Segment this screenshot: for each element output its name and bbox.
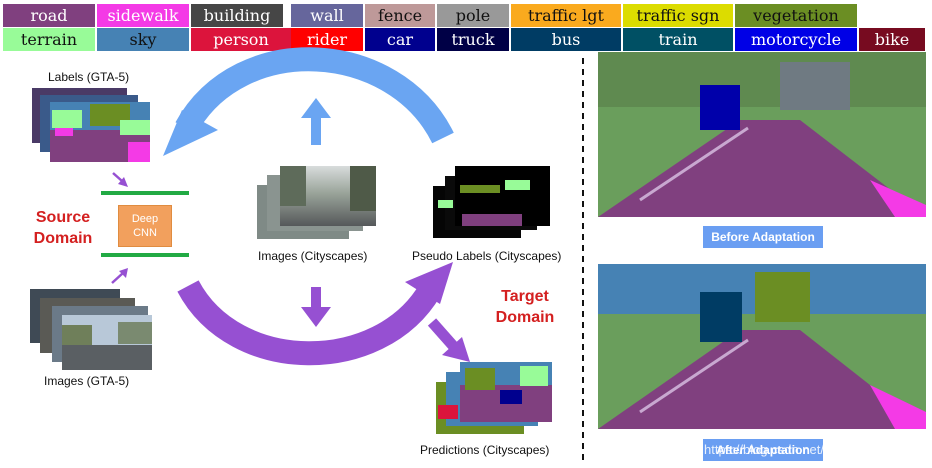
legend-bus: bus [511,28,621,51]
gta-labels-thumbnails [32,88,150,162]
cnn-top-bar [101,191,189,195]
down-arrow [301,287,331,327]
legend-fence: fence [365,4,435,27]
images-to-cnn-arrow [111,268,128,284]
predictions-arrow [427,318,470,362]
legend-pole: pole [437,4,509,27]
legend-traffic-sgn: traffic sgn [623,4,733,27]
before-adaptation-label: Before Adaptation [703,226,823,248]
legend-building: building [191,4,283,27]
legend-sky: sky [97,28,189,51]
labels-gta-caption: Labels (GTA-5) [48,70,130,84]
images-cityscapes-caption: Images (Cityscapes) [258,249,368,263]
lower-arc-arrow [177,262,453,366]
up-arrow [301,98,331,145]
images-gta-caption: Images (GTA-5) [44,374,130,388]
watermark-text: https://blog.csdn.net/fuyouzhiyi [704,442,882,457]
legend-rider: rider [291,28,363,51]
legend-traffic-lgt: traffic lgt [511,4,621,27]
after-adaptation-label: After Adaptation [703,439,823,461]
legend-wall: wall [291,4,363,27]
pseudo-labels-thumbnails [433,166,550,238]
predictions-caption: Predictions (Cityscapes) [420,443,550,457]
legend-car: car [365,28,435,51]
legend-terrain: terrain [3,28,95,51]
legend-vegetation: vegetation [735,4,857,27]
target-domain-text: Target Domain [495,288,555,326]
cityscapes-images-thumbnails [257,166,376,239]
legend-person: person [191,28,291,51]
gta-images-thumbnails [30,289,152,370]
deep-cnn-box: Deep CNN [118,205,172,247]
legend-truck: truck [437,28,509,51]
after-adaptation-image [598,264,926,429]
legend-motorcycle: motorcycle [735,28,857,51]
cnn-bottom-bar [101,253,189,257]
legend-sidewalk: sidewalk [97,4,189,27]
legend-bike: bike [859,28,925,51]
before-adaptation-image [598,52,926,217]
pseudo-labels-caption: Pseudo Labels (Cityscapes) [412,249,562,263]
predictions-thumbnails [436,362,552,434]
source-domain-title: Source Domain [20,207,106,249]
legend-road: road [3,4,95,27]
deep-cnn-label: Deep CNN [131,213,159,239]
labels-to-cnn-arrow [112,172,128,187]
upper-arc-arrow [163,47,454,156]
target-domain-title: Target Domain [482,286,568,328]
legend-train: train [623,28,733,51]
source-domain-text: Source Domain [33,209,93,247]
